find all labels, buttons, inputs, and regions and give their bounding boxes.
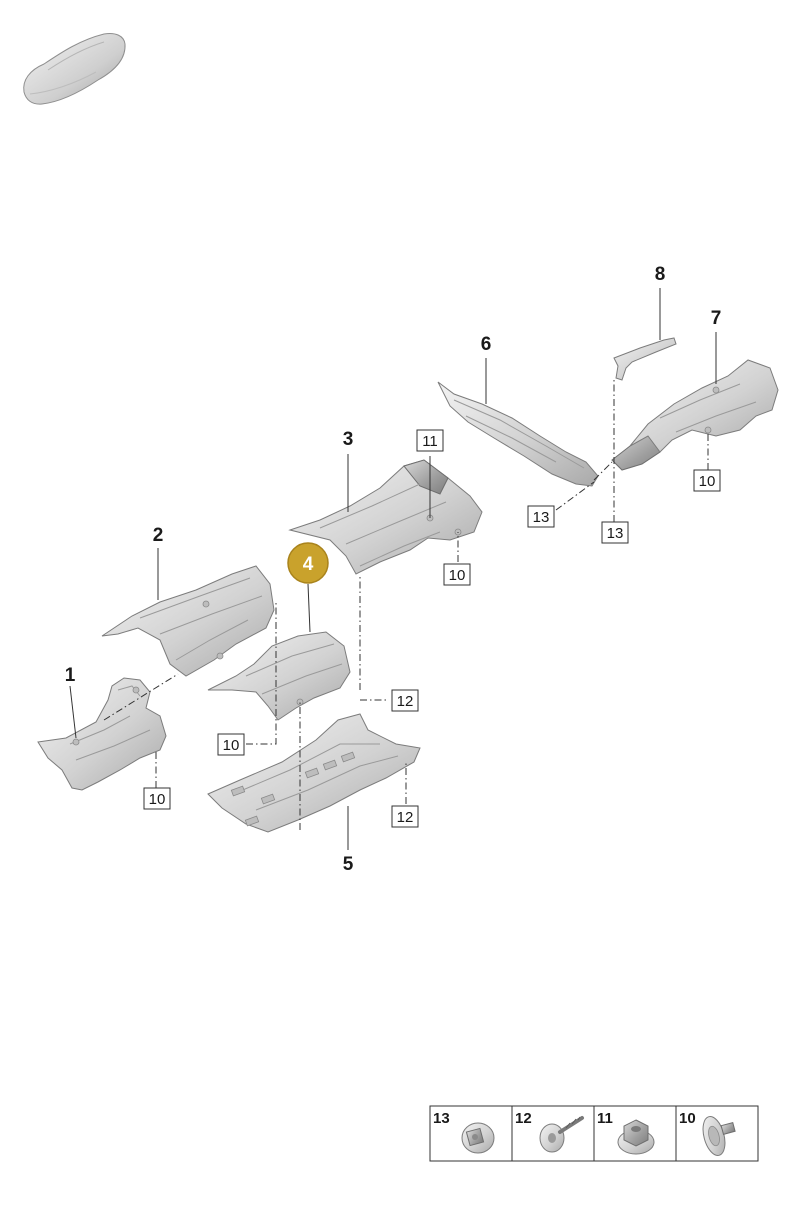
car-silhouette-icon xyxy=(23,33,126,105)
svg-text:13: 13 xyxy=(533,509,550,526)
svg-text:10: 10 xyxy=(679,1110,696,1127)
callout-6[interactable]: 6 xyxy=(481,334,492,355)
callout-2[interactable]: 2 xyxy=(153,525,164,546)
callout-5[interactable]: 5 xyxy=(343,854,354,875)
heat-shield-part-1[interactable] xyxy=(37,677,167,791)
box-10-part-3[interactable]: 10 xyxy=(443,563,471,586)
svg-text:11: 11 xyxy=(422,433,438,450)
clip-nut-icon xyxy=(702,1116,736,1156)
svg-text:10: 10 xyxy=(449,567,466,584)
svg-text:11: 11 xyxy=(597,1110,613,1127)
svg-text:10: 10 xyxy=(149,791,166,808)
assembly-lines xyxy=(103,380,709,830)
hex-nut-icon xyxy=(617,1119,655,1155)
svg-text:12: 12 xyxy=(515,1110,532,1127)
callout-4[interactable]: 4 xyxy=(303,554,314,575)
svg-text:10: 10 xyxy=(223,737,240,754)
heat-shield-part-2[interactable] xyxy=(101,565,275,677)
svg-text:12: 12 xyxy=(397,809,414,826)
legend-cell-10[interactable]: 10 xyxy=(679,1110,736,1158)
fastener-legend: 13 12 11 10 xyxy=(429,1105,759,1162)
legend-cell-11[interactable]: 11 xyxy=(597,1110,655,1155)
box-12-part-3[interactable]: 12 xyxy=(391,689,419,712)
box-10-part-4[interactable]: 10 xyxy=(217,733,245,756)
box-12-part-5[interactable]: 12 xyxy=(391,805,419,828)
svg-text:13: 13 xyxy=(607,525,624,542)
heat-shield-part-6[interactable] xyxy=(437,381,599,487)
screw-icon xyxy=(539,1116,584,1153)
fastener-reference-boxes: 10 10 10 10 11 12 12 13 xyxy=(143,429,721,828)
box-11[interactable]: 11 xyxy=(416,429,444,452)
heat-shield-part-5[interactable] xyxy=(207,713,421,833)
callout-1[interactable]: 1 xyxy=(65,665,76,686)
svg-text:13: 13 xyxy=(433,1110,450,1127)
box-10-part-1[interactable]: 10 xyxy=(143,787,171,810)
heat-shield-part-4[interactable] xyxy=(207,631,351,721)
callout-4-highlight[interactable]: 4 xyxy=(287,542,329,584)
callouts: 1 2 3 4 5 6 7 8 xyxy=(65,264,722,875)
box-13-part-6[interactable]: 13 xyxy=(527,505,555,528)
heat-shield-part-3[interactable] xyxy=(288,459,483,575)
legend-cell-12[interactable]: 12 xyxy=(515,1110,584,1153)
callout-8[interactable]: 8 xyxy=(655,264,666,285)
heat-shield-part-7[interactable] xyxy=(611,359,779,471)
svg-text:12: 12 xyxy=(397,693,414,710)
box-13-part-8[interactable]: 13 xyxy=(601,521,629,544)
leader-lines xyxy=(69,288,717,850)
flange-nut-icon xyxy=(461,1122,495,1154)
legend-cell-13[interactable]: 13 xyxy=(433,1110,495,1154)
box-10-part-7[interactable]: 10 xyxy=(693,469,721,492)
svg-text:10: 10 xyxy=(699,473,716,490)
bracket-part-8[interactable] xyxy=(613,337,677,381)
callout-7[interactable]: 7 xyxy=(711,308,722,329)
callout-3[interactable]: 3 xyxy=(343,429,354,450)
